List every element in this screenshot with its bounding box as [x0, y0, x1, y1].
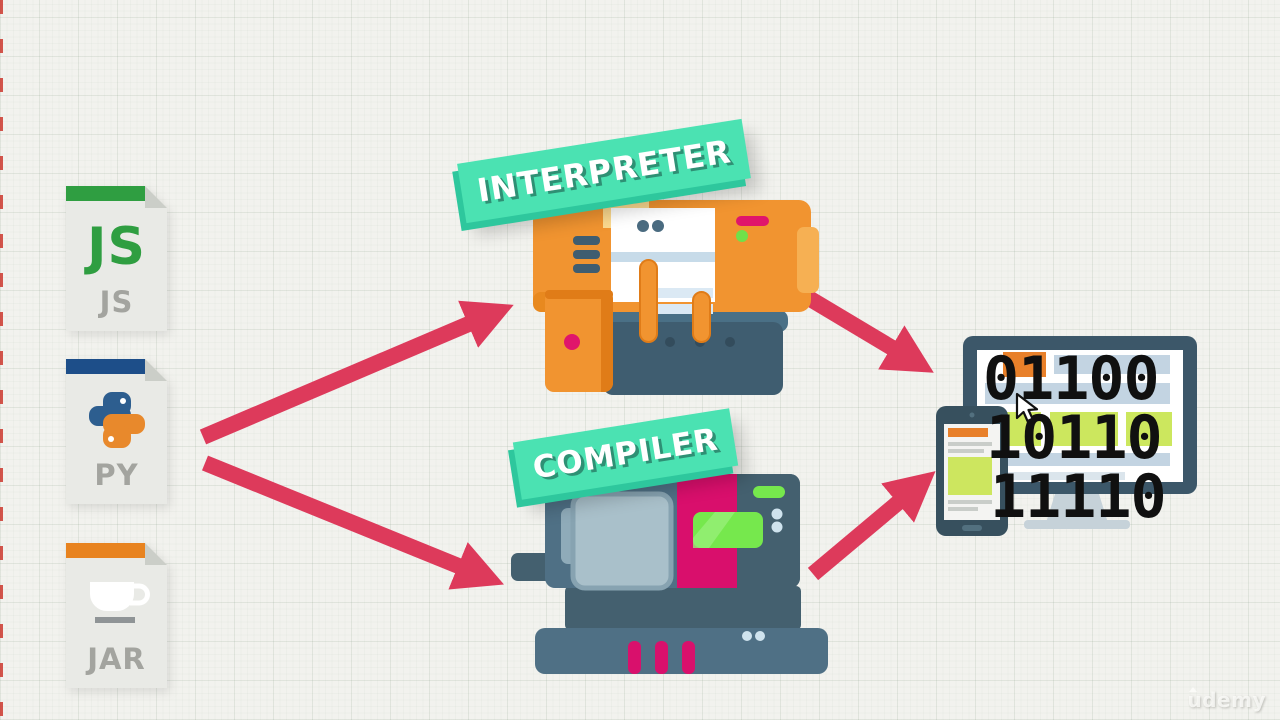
arrow-compiler-to-output — [807, 471, 936, 581]
python-logo-icon — [66, 385, 167, 455]
file-extension-label: PY — [94, 458, 139, 492]
binary-line-1: 01100 — [983, 344, 1160, 414]
js-text: JS — [87, 217, 146, 277]
doc-color-bar — [66, 543, 145, 558]
file-extension-label: JS — [99, 285, 134, 319]
doc-color-bar — [66, 186, 145, 201]
film-edge-ticks — [0, 0, 3, 720]
doc-fold-corner — [145, 543, 167, 565]
arrow-files-to-interpreter — [199, 300, 514, 445]
doc-fold-corner — [145, 359, 167, 381]
doc-color-bar — [66, 359, 145, 374]
udemy-watermark: udemy — [1187, 687, 1266, 712]
jar-file-icon: JAR — [66, 543, 167, 688]
compiler-machine-illustration — [511, 474, 828, 674]
arrow-files-to-compiler — [201, 455, 504, 590]
mouse-cursor-icon — [1015, 392, 1039, 423]
python-file-icon: PY — [66, 359, 167, 504]
file-extension-label: JAR — [87, 642, 146, 676]
doc-body — [66, 186, 167, 331]
doc-fold-corner — [145, 186, 167, 208]
monitor-illustration — [963, 336, 1197, 529]
binary-line-2: 10110 — [986, 403, 1163, 473]
binary-line-3: 11110 — [990, 462, 1167, 532]
javascript-file-icon: JS JS — [66, 186, 167, 331]
doc-body — [66, 543, 167, 688]
phone-illustration — [936, 406, 1008, 536]
arrow-interpreter-to-output — [792, 284, 934, 373]
coffee-cup-icon — [66, 569, 167, 639]
interpreter-machine-illustration — [533, 200, 819, 395]
